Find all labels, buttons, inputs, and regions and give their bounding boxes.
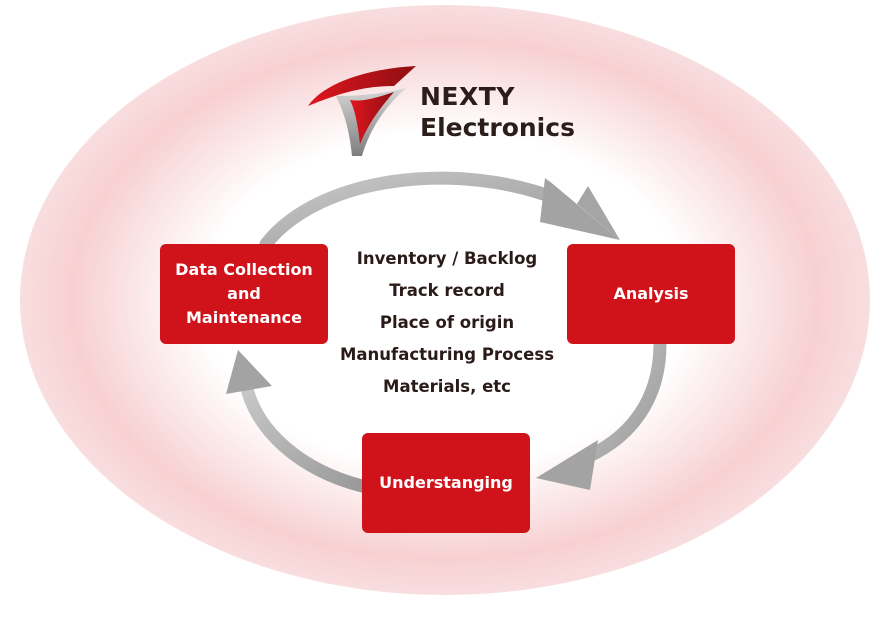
arrow-top <box>259 171 567 251</box>
step-analysis: Analysis <box>567 244 735 344</box>
arrow-top-head <box>548 180 620 240</box>
center-item: Track record <box>389 281 505 300</box>
step-data-collection: Data Collection and Maintenance <box>160 244 328 344</box>
arrow-right <box>573 337 667 467</box>
center-item: Inventory / Backlog <box>356 249 538 268</box>
brand-name: NEXTY Electronics <box>420 84 575 140</box>
step-understanding: Understanging <box>362 433 530 533</box>
arrow-right-head <box>536 440 598 490</box>
brand-line-electronics: Electronics <box>420 113 575 142</box>
arrow-left-head <box>226 350 272 394</box>
center-item: Place of origin <box>379 313 515 332</box>
brand-line-nexty: NEXTY <box>420 82 515 111</box>
center-item: Materials, etc <box>383 377 511 396</box>
center-item-list: Inventory / Backlog Track record Place o… <box>320 245 574 405</box>
arrow-left <box>239 377 369 493</box>
center-item: Manufacturing Process <box>339 345 555 364</box>
nexty-logo-icon <box>308 66 416 156</box>
